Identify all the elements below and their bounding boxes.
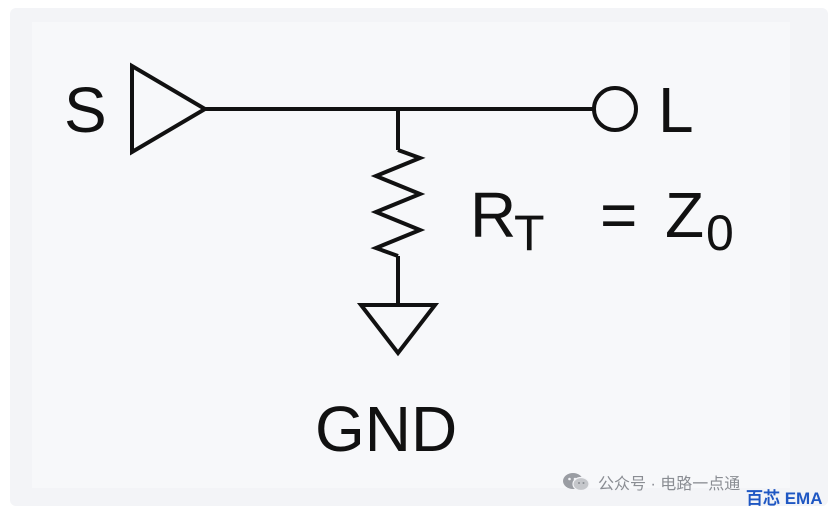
ground-symbol (356, 303, 440, 357)
watermark: 公众号 · 电路一点通 (562, 470, 740, 494)
load-label: L (658, 74, 694, 146)
diagram-panel (32, 22, 790, 488)
source-driver-symbol (130, 62, 209, 156)
wechat-icon (563, 473, 590, 492)
impedance-subscript-0: 0 (706, 205, 734, 261)
watermark-text: 公众号 · 电路一点通 (598, 476, 741, 493)
load-receiver-symbol (592, 86, 638, 132)
termination-resistor (370, 148, 426, 258)
impedance-symbol-z: Z (665, 179, 704, 251)
source-label: S (64, 74, 107, 146)
resistor-equation: R T = Z 0 (470, 179, 734, 261)
resistor-subscript-t: T (514, 205, 545, 261)
brand-logo: 百芯 EMA (746, 489, 823, 508)
ground-label: GND (315, 393, 457, 465)
equals-sign: = (600, 179, 637, 251)
resistor-symbol-r: R (470, 179, 516, 251)
